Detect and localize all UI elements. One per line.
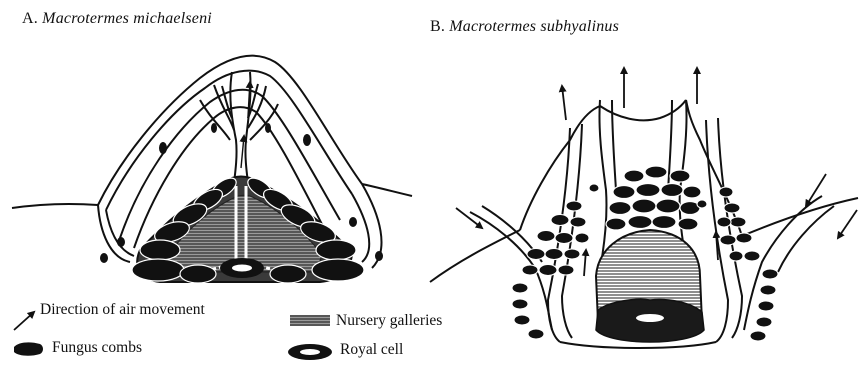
air-arrow-b-mid-left	[584, 250, 586, 276]
legend-royal-cell-label: Royal cell	[340, 341, 403, 359]
fungus-combs-b-right	[697, 187, 778, 341]
panel-b-title: B. Macrotermes subhyalinus	[430, 18, 619, 36]
legend-nursery-icon	[290, 315, 330, 326]
ground-line-a	[12, 204, 98, 208]
panel-b-letter: B.	[430, 18, 445, 35]
ground-line-b	[430, 230, 520, 282]
air-arrow-b-in-left	[456, 208, 482, 228]
panel-a-letter: A.	[22, 10, 38, 27]
fungus-combs-b-top	[606, 166, 701, 230]
air-arrow-b-in-right	[806, 174, 826, 206]
air-arrow-a-trunk	[241, 136, 244, 168]
legend-royal-cell-icon	[288, 344, 332, 360]
legend-fungus-combs-label: Fungus combs	[52, 339, 142, 357]
air-arrow-b-in-right-2	[838, 210, 857, 238]
legend-air-movement-label: Direction of air movement	[40, 301, 205, 319]
royal-cell-b-core	[636, 314, 664, 322]
panel-b-species: Macrotermes subhyalinus	[449, 18, 619, 35]
legend-arrow-icon	[14, 312, 34, 330]
panel-a-species: Macrotermes michaelseni	[42, 10, 212, 27]
legend-nursery-label: Nursery galleries	[336, 312, 442, 330]
panel-a-title: A. Macrotermes michaelseni	[22, 10, 212, 28]
legend-fungus-comb-icon	[14, 342, 43, 355]
air-arrow-b-1	[562, 86, 566, 120]
royal-cell-a	[220, 258, 264, 278]
